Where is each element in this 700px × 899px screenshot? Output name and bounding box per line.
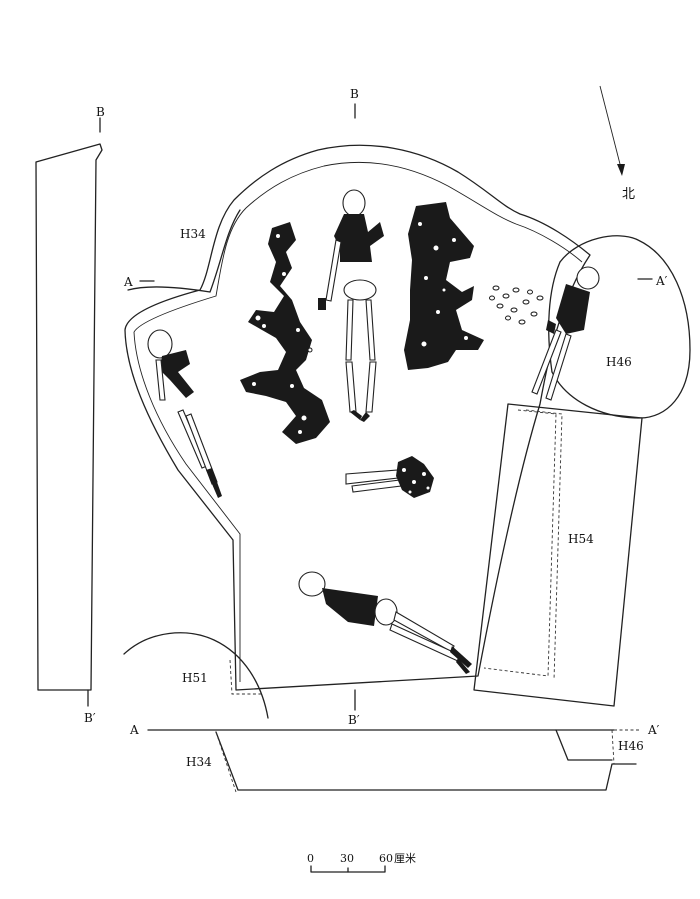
bone-fragments-scatter: [489, 285, 544, 325]
label-b-left-bottom: B′: [84, 711, 96, 725]
label-b-left-top: B: [96, 105, 105, 119]
north-arrow-icon: [599, 85, 625, 176]
label-h46: H46: [606, 355, 632, 369]
label-h34: H34: [180, 227, 206, 241]
pit-h34-outline: [127, 209, 241, 293]
label-h51: H51: [182, 671, 208, 685]
skeleton-bottom: [298, 571, 472, 674]
pit-h54-dashed: [483, 409, 557, 677]
skeleton-left: [147, 329, 222, 498]
label-a-left: A: [123, 275, 133, 289]
section-b-b-prime: [35, 117, 103, 707]
scale-unit: 厘米: [394, 852, 416, 865]
label-section-a-left: A: [129, 723, 139, 737]
pit-h54-outline: [473, 403, 643, 707]
pit-h46-outline: [551, 235, 691, 419]
bone-fragments-cluster: [396, 456, 434, 498]
label-section-a-right: A′: [647, 723, 660, 737]
label-b-top: B: [350, 87, 359, 101]
scale-tick-0: 0: [307, 852, 314, 865]
main-pit-outline: [124, 144, 591, 695]
label-a-right: A′: [655, 274, 668, 288]
pit-h51-outline: [123, 632, 269, 719]
label-section-h34: H34: [186, 755, 212, 769]
section-a-a-prime: [147, 729, 640, 793]
scale-bar: [310, 865, 386, 873]
skeleton-right: [531, 266, 600, 401]
label-h54: H54: [568, 532, 594, 546]
skeleton-center: [318, 189, 384, 422]
loose-bones: [345, 469, 402, 493]
label-b-bottom: B′: [348, 713, 360, 727]
label-section-h46: H46: [618, 739, 644, 753]
animal-skeleton-left: [240, 222, 330, 444]
label-north: 北: [622, 187, 635, 202]
scale-tick-30: 30: [340, 852, 354, 865]
animal-skeleton-right: [404, 202, 484, 370]
scale-tick-60: 60: [379, 852, 393, 865]
